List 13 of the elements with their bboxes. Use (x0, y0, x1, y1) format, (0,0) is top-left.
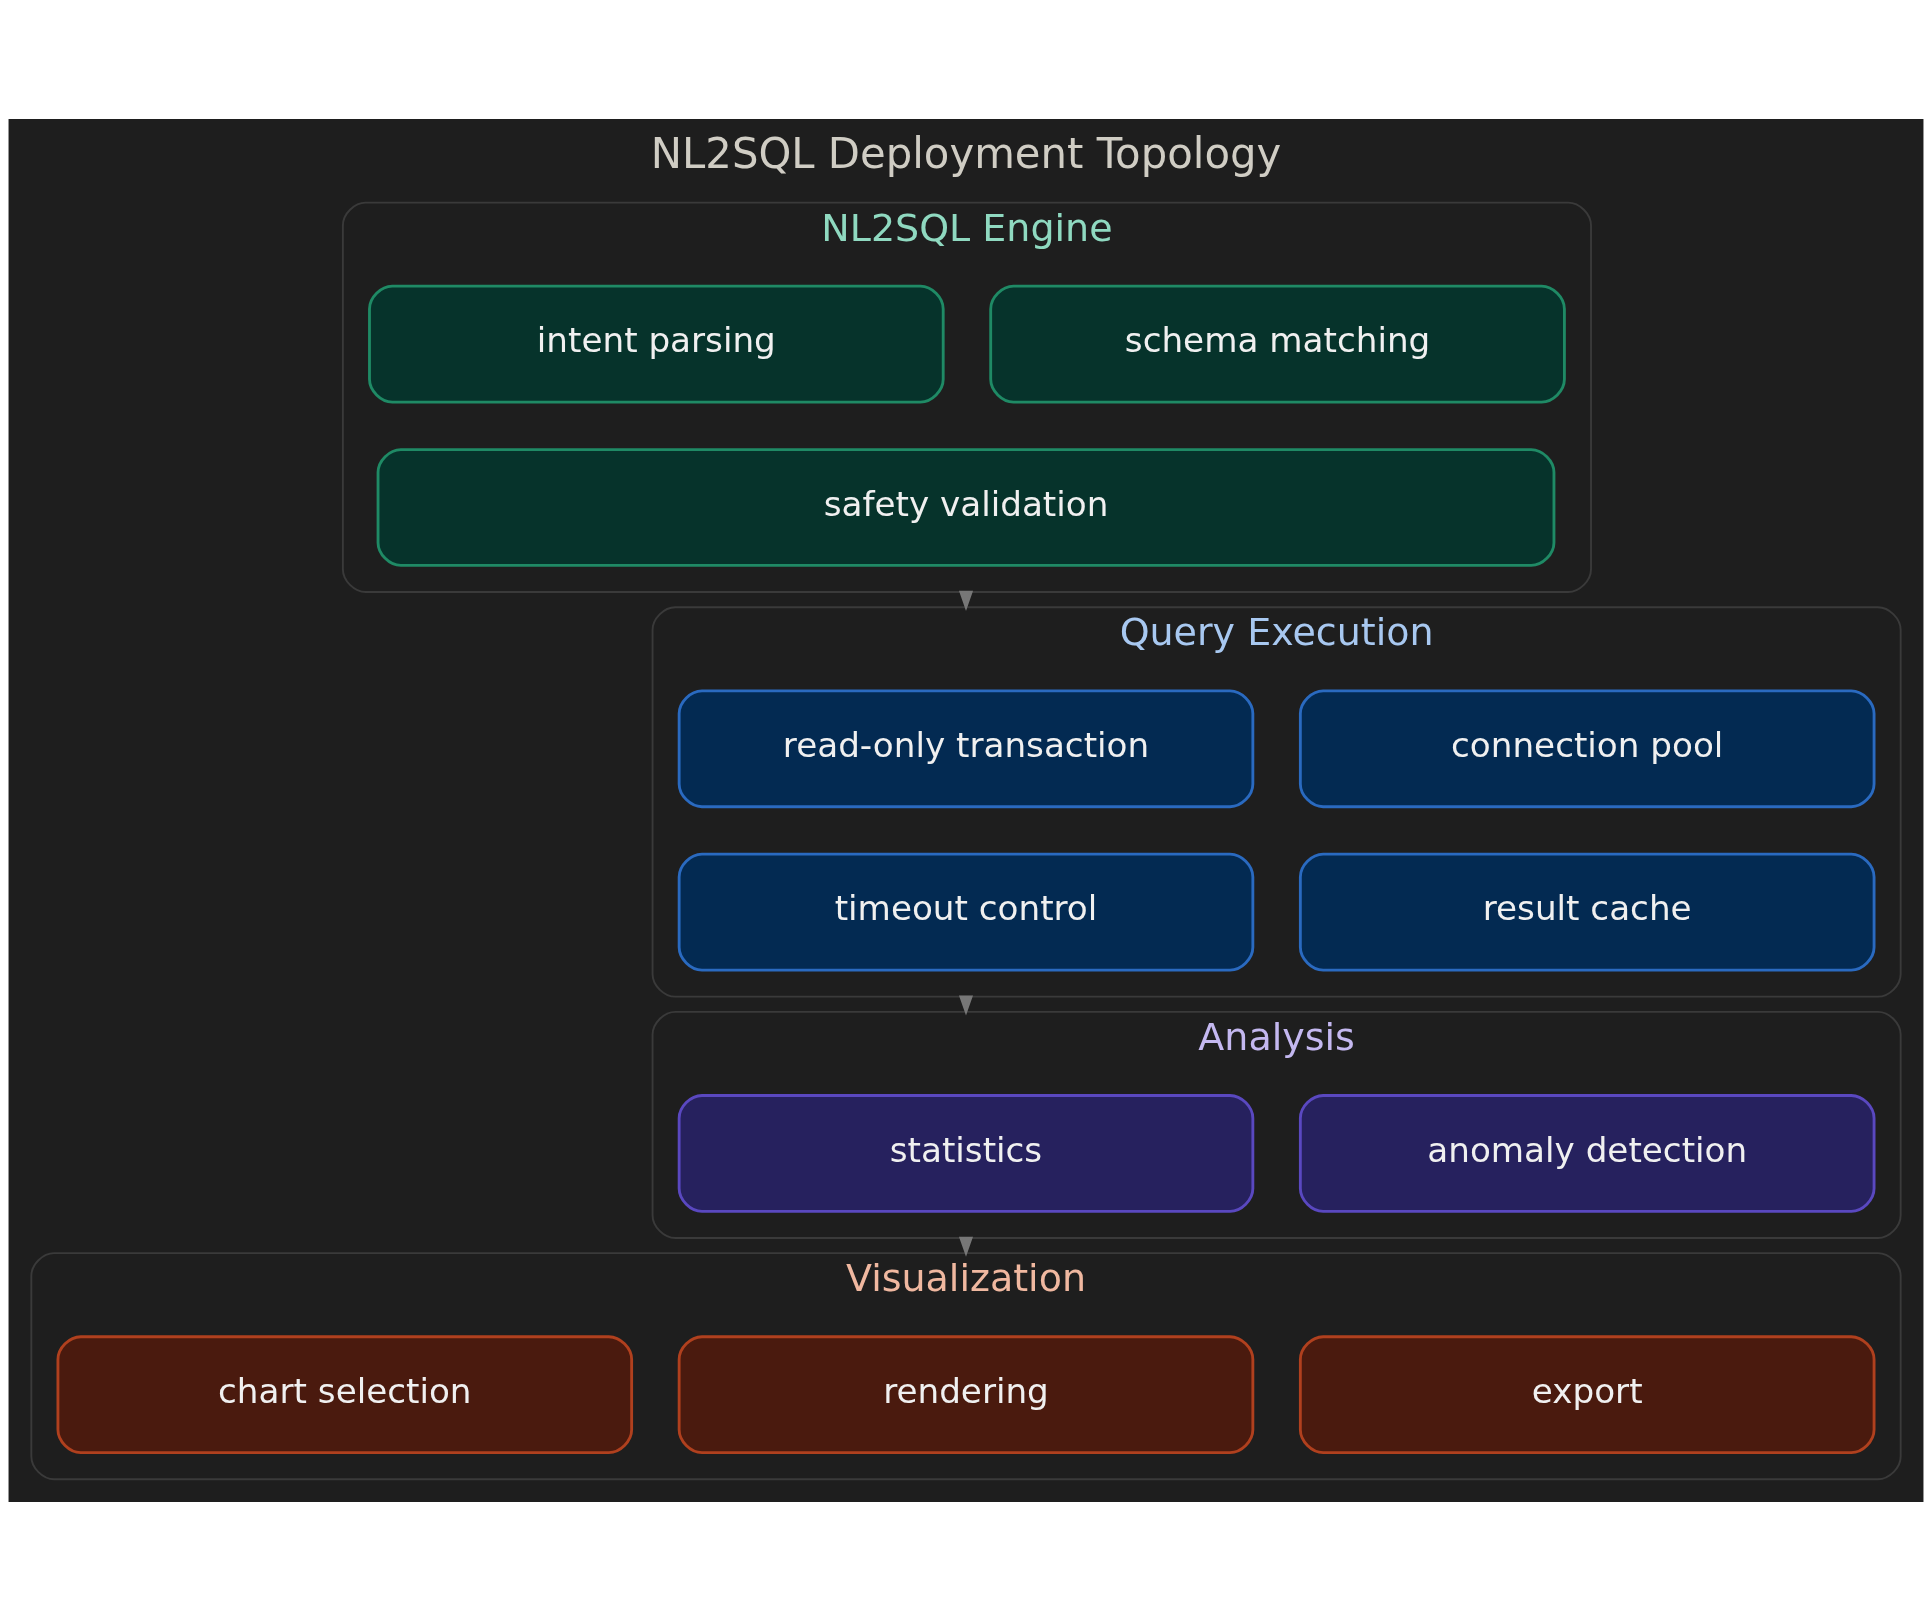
node-box: anomaly detection (1298, 1093, 1876, 1213)
diagram-title: NL2SQL Deployment Topology (650, 128, 1282, 178)
node-box: rendering (677, 1334, 1255, 1454)
node-box: safety validation (376, 447, 1556, 567)
node-box: read-only transaction (677, 688, 1255, 808)
node-box: timeout control (677, 852, 1255, 971)
node-box: result cache (1298, 852, 1876, 971)
node-box: chart selection (56, 1334, 634, 1454)
node-box: schema matching (989, 284, 1566, 403)
node-box: statistics (677, 1093, 1255, 1213)
node-box: connection pool (1298, 688, 1876, 808)
node-box: export (1298, 1334, 1876, 1454)
node-box: intent parsing (368, 284, 945, 403)
